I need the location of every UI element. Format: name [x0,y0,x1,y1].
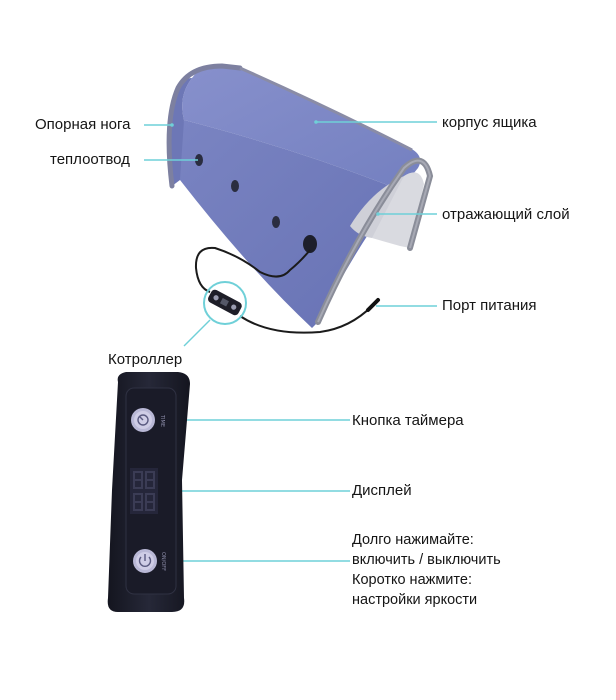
power-button-icon [133,549,157,573]
box-body-shape [166,63,434,328]
controller-highlight-circle [203,281,247,325]
controller-device: TIME ON/OFF [107,372,190,612]
label-reflective-layer: отражающий слой [442,206,570,223]
note-line-2: включить / выключить [352,552,501,568]
power-button-note: Долго нажимайте: включить / выключить Ко… [352,530,501,610]
label-power-port: Порт питания [442,297,537,314]
heat-vent-holes [195,154,317,253]
label-timer-button: Кнопка таймера [352,412,464,429]
label-support-leg: Опорная нога [35,116,131,133]
label-controller: Котроллер [108,351,183,368]
timer-button-icon [131,408,155,432]
note-line-4: настройки яркости [352,592,478,608]
label-box-body: корпус ящика [442,114,537,131]
power-cable [194,246,380,334]
note-line-1: Долго нажимайте: [352,532,474,548]
inline-controller-icon [207,289,242,316]
label-display: Дисплей [352,482,412,499]
timer-caption: TIME [159,414,165,427]
label-heat-vent: теплоотвод [50,151,130,168]
note-line-3: Коротко нажмите: [352,572,472,588]
power-caption: ON/OFF [160,552,166,571]
